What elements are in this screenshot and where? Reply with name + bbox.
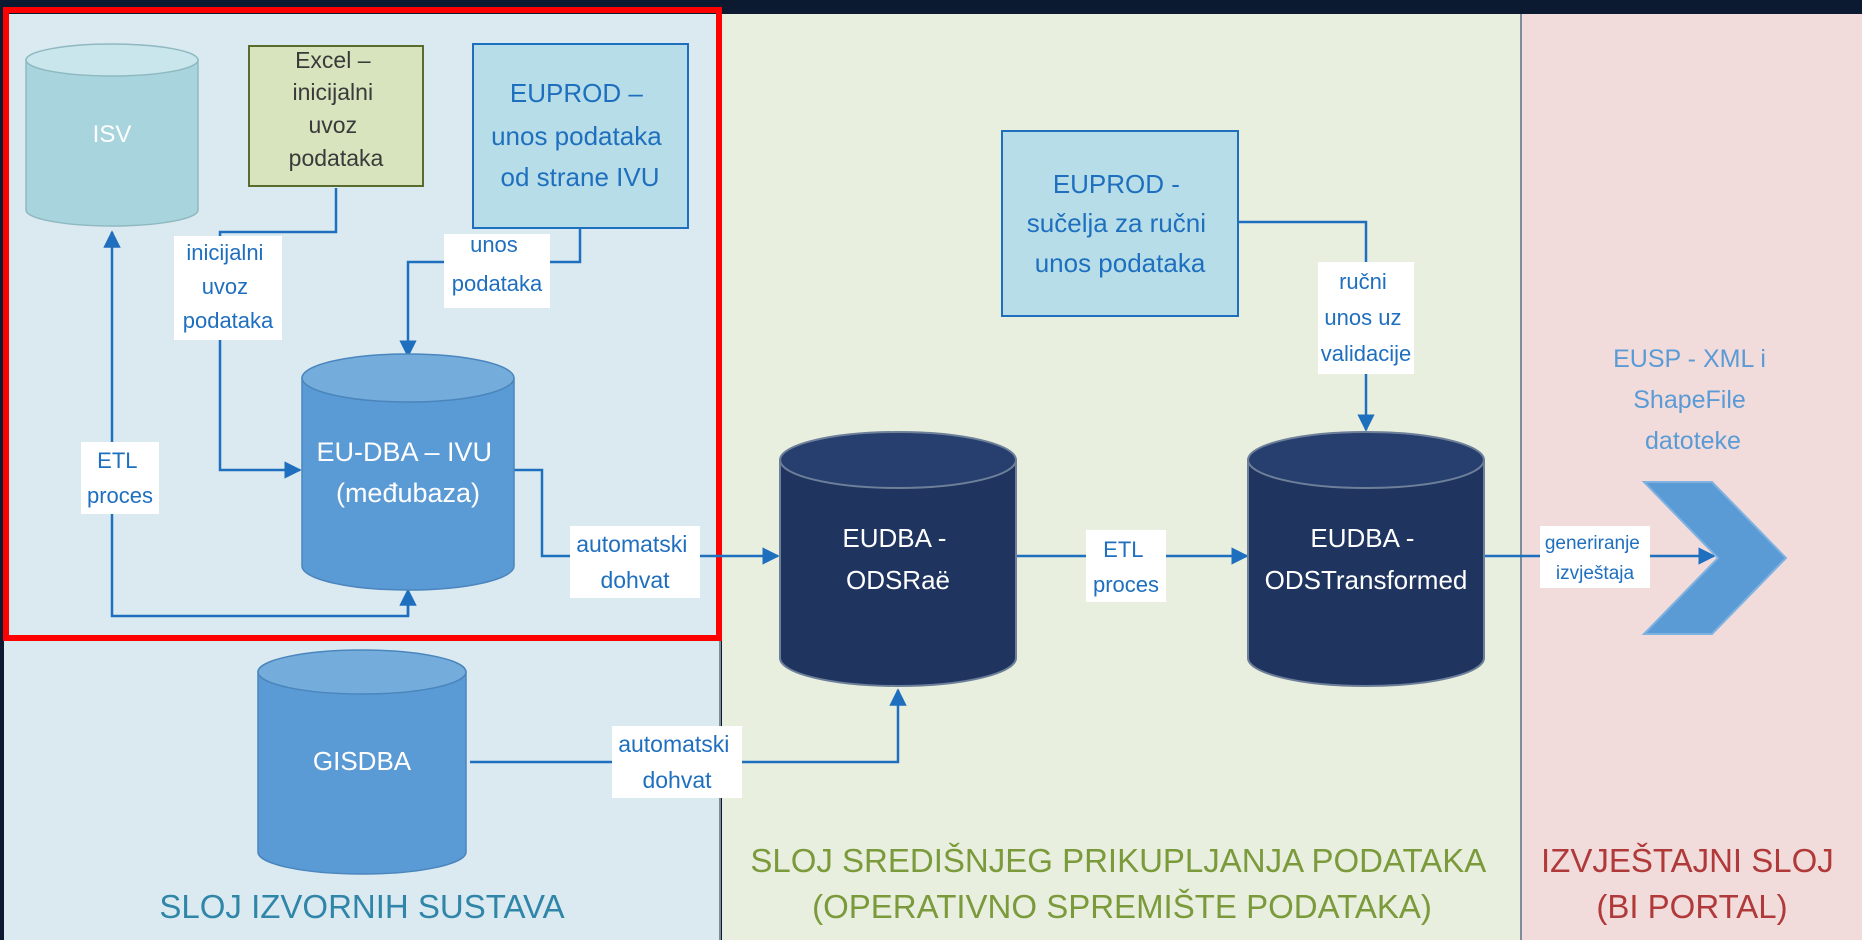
svg-text:GISDBA: GISDBA [313,746,412,776]
label-etl-left: ETL proces [81,442,159,514]
excel-import-box: Excel – inicijalni uvoz podataka [248,45,424,187]
svg-text:automatski dohvat: automatski dohvat [618,731,736,793]
label-manual-validation: ručni unos uz validacije [1318,262,1414,374]
svg-text:ISV: ISV [93,121,132,148]
svg-text:EUDBA - ODSTransformed: EUDBA - ODSTransformed [1265,523,1468,595]
svg-text:inicijalni uvoz po: inicijalni uvoz podataka [183,240,274,333]
report-layer-panel [1522,14,1862,940]
ods-transformed-database: EUDBA - ODSTransformed [1247,431,1485,687]
svg-text:unos podataka: unos podataka [452,232,543,296]
eusp-output: EUSP - XML i ShapeFile datoteke [1613,345,1788,635]
svg-text:EUPROD – unos podataka: EUPROD – unos podataka od strane IVU [491,78,669,192]
euprod-manual-box: EUPROD - sučelja za ručni unos podataka [1001,130,1239,317]
euprod-ivu-box: EUPROD – unos podataka od strane IVU [472,43,689,229]
label-data-entry: unos podataka [444,232,550,308]
gisdba-database: GISDBA [257,649,467,875]
chevron-icon [1641,481,1788,635]
svg-text:generiranje izvještaja: generiranje izvještaja [1545,533,1645,584]
source-layer-title: SLOJ IZVORNIH SUSTAVA [159,888,564,925]
report-layer-title: IZVJEŠTAJNI SLOJ (BI PORTAL) [1541,842,1843,925]
svg-text:automatski dohvat: automatski dohvat [576,531,694,593]
svg-text:EUSP - XML i ShapeFile: EUSP - XML i ShapeFile datoteke [1613,345,1773,455]
svg-text:Excel – inicijalni: Excel – inicijalni uvoz podataka [289,47,384,171]
svg-text:EUDBA - ODSRaë: EUDBA - ODSRaë [842,523,953,595]
highlight-box [3,7,722,641]
svg-text:ETL proces: ETL proces [87,448,153,508]
label-etl-mid: ETL proces [1086,530,1166,602]
isv-database: ISV [25,43,199,227]
svg-text:EUPROD - sučelja za ručn: EUPROD - sučelja za ručni unos podataka [1027,169,1213,278]
edge-initial-import [218,188,338,479]
label-initial-import: inicijalni uvoz podataka [174,236,282,340]
label-auto-fetch-1: automatski dohvat [570,526,700,598]
eu-dba-database: EU-DBA – IVU (međubaza) [301,353,515,591]
svg-text:ETL proces: ETL proces [1093,537,1159,597]
label-auto-fetch-2: automatski dohvat [612,726,742,798]
svg-text:ručni unos uz vali: ručni unos uz validacije [1321,269,1412,366]
ods-raw-database: EUDBA - ODSRaë [779,431,1017,687]
label-report-gen: generiranje izvještaja [1540,526,1650,588]
central-layer-title: SLOJ SREDIŠNJEG PRIKUPLJANJA PODATAKA (O… [750,842,1493,925]
svg-text:EU-DBA – IVU (međubaza): EU-DBA – IVU (međubaza) [316,437,499,508]
